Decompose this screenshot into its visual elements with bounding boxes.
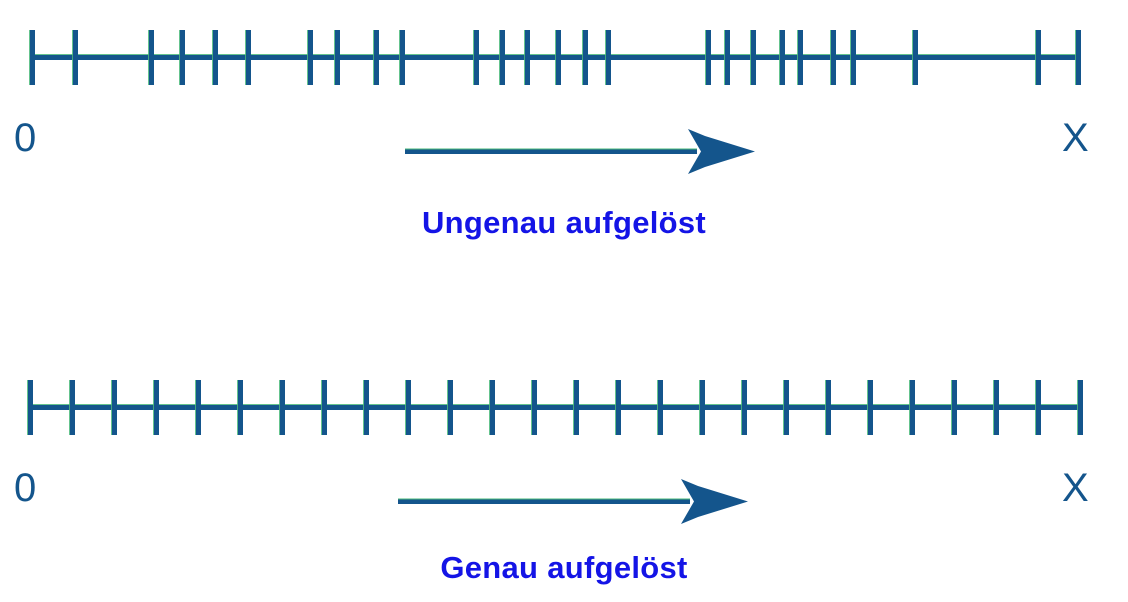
coarse-scale-caption: Ungenau aufgelöst: [421, 205, 707, 240]
axis-tick: [499, 30, 505, 85]
axis-tick: [279, 380, 285, 435]
axis-tick: [307, 30, 313, 85]
fine-ruler: [0, 350, 1128, 450]
axis-tick: [993, 380, 999, 435]
axis-tick: [912, 30, 918, 85]
axis-tick: [489, 380, 495, 435]
axis-tick: [153, 380, 159, 435]
coarse-ruler: [0, 0, 1128, 100]
axis-tick: [724, 30, 730, 85]
axis-tick: [363, 380, 369, 435]
axis-tick: [1077, 380, 1083, 435]
axis-tick: [615, 380, 621, 435]
axis-tick: [531, 380, 537, 435]
axis-tick: [750, 30, 756, 85]
axis-tick: [909, 380, 915, 435]
axis-tick: [573, 380, 579, 435]
axis-tick: [741, 380, 747, 435]
coarse-direction-arrow: [405, 125, 765, 185]
axis-tick: [245, 30, 251, 85]
axis-tick: [69, 380, 75, 435]
axis-tick: [705, 30, 711, 85]
axis-tick: [373, 30, 379, 85]
axis-tick: [582, 30, 588, 85]
axis-tick: [830, 30, 836, 85]
axis-tick: [447, 380, 453, 435]
axis-tick: [605, 30, 611, 85]
axis-tick: [1075, 30, 1081, 85]
axis-tick: [399, 30, 405, 85]
axis-tick: [951, 380, 957, 435]
axis-tick: [657, 380, 663, 435]
coarse-scale-block: 0 X Ungenau aufgelöst: [0, 0, 1128, 290]
axis-tick: [797, 30, 803, 85]
axis-tick: [783, 380, 789, 435]
axis-tick: [179, 30, 185, 85]
axis-tick: [29, 30, 35, 85]
axis-tick: [850, 30, 856, 85]
fine-axis-end-label: X: [1062, 466, 1089, 510]
coarse-axis-end-label: X: [1062, 116, 1089, 160]
axis-tick: [524, 30, 530, 85]
fine-direction-arrow: [398, 475, 758, 535]
fine-axis-start-label: 0: [14, 466, 37, 510]
axis-tick: [27, 380, 33, 435]
axis-tick: [212, 30, 218, 85]
axis-tick: [699, 380, 705, 435]
axis-tick: [825, 380, 831, 435]
axis-tick: [1035, 30, 1041, 85]
axis-tick: [72, 30, 78, 85]
axis-tick: [405, 380, 411, 435]
axis-line: [30, 404, 1080, 410]
axis-tick: [555, 30, 561, 85]
axis-tick: [334, 30, 340, 85]
axis-tick: [148, 30, 154, 85]
coarse-axis-start-label: 0: [14, 116, 37, 160]
axis-tick: [779, 30, 785, 85]
axis-tick: [473, 30, 479, 85]
fine-scale-caption: Genau aufgelöst: [440, 550, 688, 585]
axis-tick: [867, 380, 873, 435]
axis-tick: [237, 380, 243, 435]
fine-scale-block: 0 X Genau aufgelöst: [0, 350, 1128, 602]
axis-tick: [195, 380, 201, 435]
axis-tick: [1035, 380, 1041, 435]
axis-tick: [111, 380, 117, 435]
axis-tick: [321, 380, 327, 435]
